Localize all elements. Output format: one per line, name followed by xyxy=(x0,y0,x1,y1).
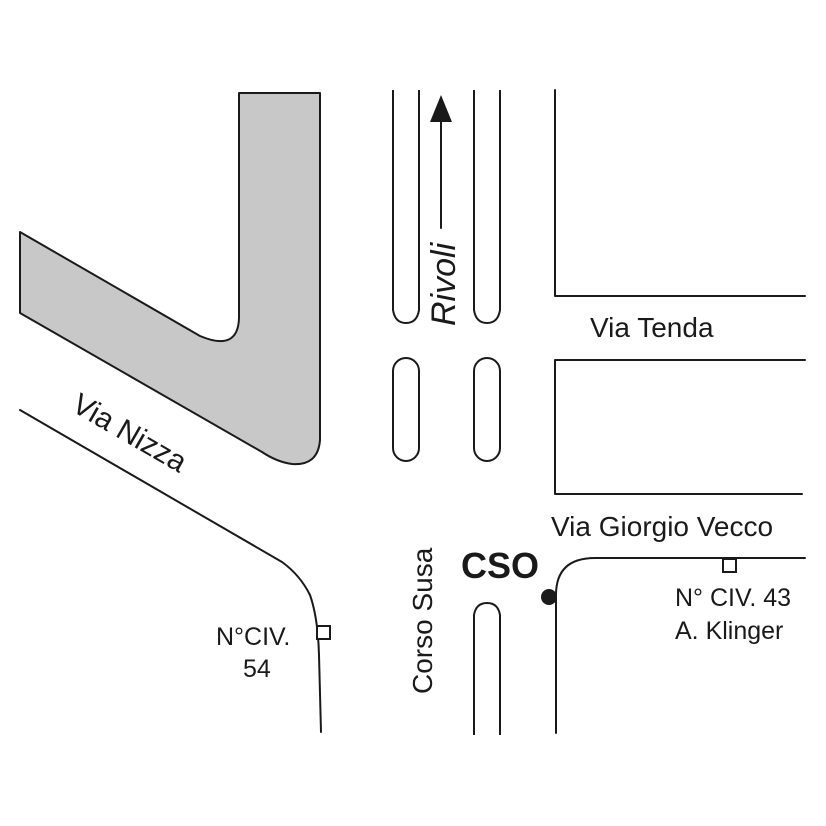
via-nizza-edge xyxy=(19,409,322,733)
east-block-north xyxy=(554,89,806,297)
label-civ54-line2: 54 xyxy=(243,655,271,683)
label-cso: CSO xyxy=(461,545,539,586)
arrow-up-icon xyxy=(430,95,452,229)
label-via-giorgio-vecco: Via Giorgio Vecco xyxy=(551,511,773,542)
label-civ54-line1: N°CIV. xyxy=(216,623,290,651)
label-via-tenda: Via Tenda xyxy=(590,312,714,343)
label-civ43-line2: A. Klinger xyxy=(675,617,783,645)
rivoli-median-right xyxy=(473,90,501,325)
label-rivoli: Rivoli xyxy=(425,241,463,326)
island-right xyxy=(473,357,501,462)
dot-icon xyxy=(541,589,557,605)
label-corso-susa: Corso Susa xyxy=(407,547,438,694)
square-icon xyxy=(722,558,737,573)
square-icon xyxy=(316,625,331,640)
susa-median xyxy=(473,601,501,735)
island-left xyxy=(392,357,420,462)
rivoli-median-left xyxy=(392,90,420,325)
label-civ43-line1: N° CIV. 43 xyxy=(675,584,791,612)
building-block xyxy=(19,92,321,466)
east-block-middle xyxy=(554,359,806,495)
